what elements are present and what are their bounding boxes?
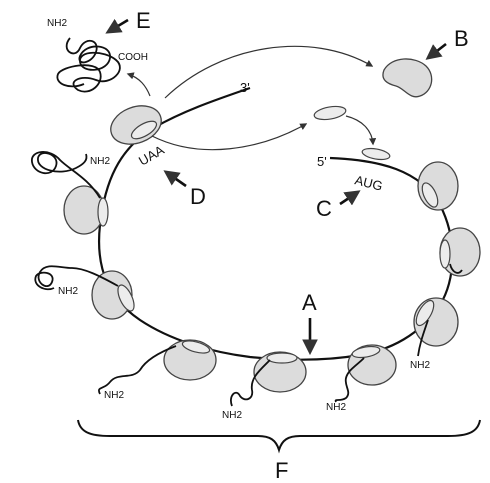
pointer-arrow-b [425, 42, 447, 60]
ribosome [91, 270, 133, 320]
nascent-chain [31, 151, 101, 199]
carboxyl-end-label: COOH [118, 52, 148, 63]
nascent-chain [417, 319, 429, 357]
five-prime-label: 5' [317, 154, 327, 169]
pointer-arrow-c [339, 190, 361, 206]
nascent-chain [230, 359, 271, 407]
label-e: E [136, 8, 151, 33]
label-a: A [302, 290, 317, 315]
amino-end-label: NH2 [222, 410, 242, 421]
amino-end-label: NH2 [47, 18, 67, 29]
stop-codon-label: UAA [136, 142, 167, 169]
label-b: B [454, 26, 469, 51]
nascent-chain [34, 265, 119, 291]
free-large-subunit [382, 58, 433, 98]
label-f: F [275, 458, 288, 483]
brace [77, 419, 481, 454]
mrna-strand [98, 86, 454, 361]
release-arrow [126, 72, 151, 97]
small-subunits [97, 120, 451, 364]
amino-end-label: NH2 [58, 286, 78, 297]
pointer-arrow-e [105, 18, 129, 34]
recycle-arrow-to-start [345, 115, 377, 146]
amino-end-label: NH2 [326, 402, 346, 413]
label-c: C [316, 196, 332, 221]
ribosome-group [63, 105, 481, 393]
start-codon-label: AUG [353, 172, 384, 193]
recycle-arrow-large [164, 45, 374, 99]
pointer-arrow-d [163, 170, 187, 188]
recycle-arrow-small [151, 123, 308, 151]
free-small-subunit [313, 105, 347, 121]
label-d: D [190, 184, 206, 209]
nascent-chain [449, 263, 463, 274]
nascent-chain [98, 345, 177, 395]
amino-end-label: NH2 [410, 360, 430, 371]
amino-end-label: NH2 [104, 390, 124, 401]
released-polypeptide [56, 37, 121, 93]
three-prime-label: 3' [240, 80, 250, 95]
amino-end-label: NH2 [90, 156, 110, 167]
nascent-chain [334, 357, 365, 403]
free-small-subunit [361, 147, 391, 161]
